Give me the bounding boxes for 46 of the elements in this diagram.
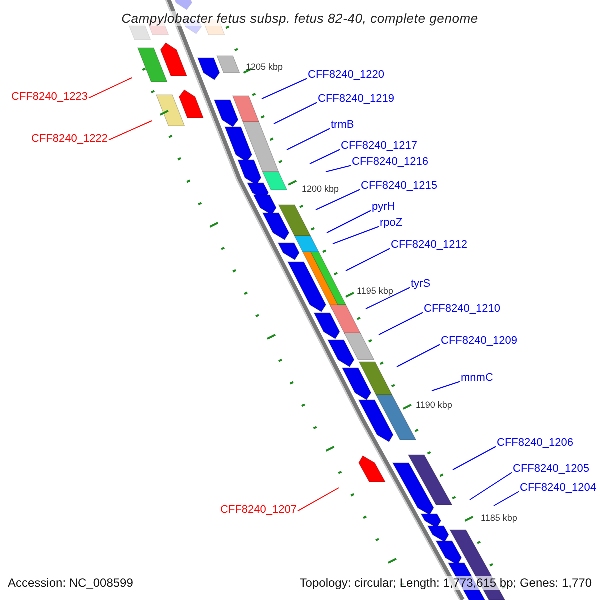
gene-label: CFF8240_1220	[308, 69, 384, 82]
genome-summary: Topology: circular; Length: 1,773,615 bp; Genes: 1,770	[300, 576, 592, 590]
leader-line	[108, 120, 152, 141]
position-label: 1185 kbp	[481, 513, 518, 523]
gene-label: trmB	[331, 119, 354, 132]
gene-label: CFF8240_1222	[32, 133, 108, 146]
leader-line	[88, 78, 132, 99]
leader-line	[494, 491, 520, 506]
gene-label: rpoZ	[380, 217, 403, 230]
leader-line	[432, 381, 460, 392]
gene-label: CFF8240_1210	[424, 303, 500, 316]
gene-label: CFF8240_1219	[318, 93, 394, 106]
leader-line	[378, 312, 424, 336]
gene-label: CFF8240_1207	[220, 504, 297, 517]
leader-line	[332, 226, 380, 244]
leader-line	[262, 78, 308, 100]
gene-label: CFF8240_1204	[520, 482, 596, 495]
gene-label: CFF8240_1223	[12, 91, 88, 104]
position-label: 1205 kbp	[246, 62, 284, 72]
leader-line	[346, 248, 390, 272]
leader-line	[274, 102, 318, 124]
leader-line	[298, 488, 340, 512]
gene-label: CFF8240_1212	[391, 239, 468, 252]
leader-line	[286, 128, 330, 150]
leader-line	[310, 149, 340, 164]
gene-label: CFF8240_1216	[352, 156, 428, 169]
position-label: 1200 kbp	[302, 184, 340, 194]
leader-line	[366, 287, 410, 310]
leader-line	[326, 210, 372, 234]
accession-label: Accession: NC_008599	[8, 576, 134, 590]
leader-line	[470, 472, 512, 500]
gene-label: CFF8240_1215	[361, 180, 438, 193]
gene-label: CFF8240_1206	[497, 437, 574, 450]
gene-label: CFF8240_1209	[441, 335, 518, 348]
gene-label: pyrH	[372, 201, 396, 214]
position-label: 1195 kbp	[357, 286, 394, 296]
diagram-title: Campylobacter fetus subsp. fetus 82-40, complete genome	[122, 11, 478, 26]
leader-line	[316, 189, 360, 210]
position-label: 1190 kbp	[416, 400, 452, 410]
gene-label: CFF8240_1217	[341, 140, 418, 153]
gene-label: tyrS	[411, 278, 431, 291]
leader-line	[326, 165, 352, 172]
gene-label: CFF8240_1205	[513, 463, 590, 476]
leader-line	[452, 446, 496, 470]
gene-label: mnmC	[461, 372, 494, 385]
leader-line	[396, 344, 440, 368]
